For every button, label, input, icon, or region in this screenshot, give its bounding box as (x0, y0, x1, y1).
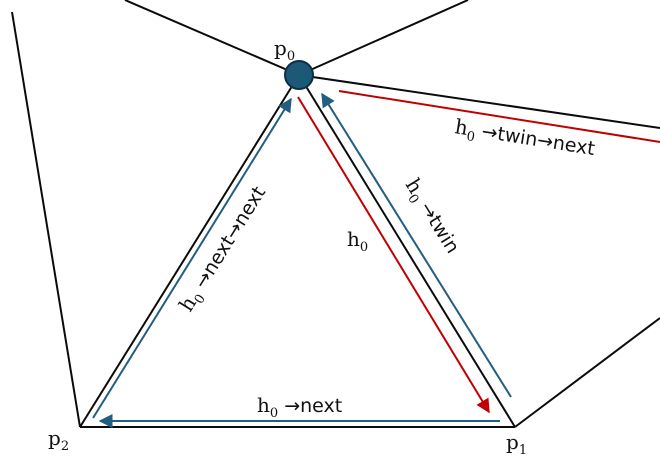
edge-p0-upper-left (124, 0, 300, 76)
edge-p0-p1 (298, 74, 516, 428)
edge-p0-right (298, 74, 660, 129)
halfedge-h0-next-next-arrow (92, 97, 292, 419)
mesh-edges (11, 0, 660, 428)
halfedge-label-h0-next: h0 →next (257, 393, 342, 421)
vertex-p0-dot (284, 60, 314, 90)
halfedge-label-h0-twin-next: h0 →twin→next (453, 114, 597, 164)
halfedge-label-h0: h0 (347, 227, 368, 255)
vertex-label-p1: p1 (506, 430, 527, 458)
halfedge-h0-twin-next-arrow (338, 90, 660, 143)
halfedge-h0-twin-arrow (321, 92, 512, 398)
vertex-label-p2: p2 (48, 426, 69, 454)
edge-p2-left (11, 11, 81, 428)
halfedge-label-h0-next-next: h0 →next→next (174, 181, 274, 317)
halfedge-label-h0-twin: h0 →twin (397, 174, 465, 260)
vertex-label-p0: p0 (274, 36, 295, 64)
edge-p0-p2 (79, 74, 300, 428)
edge-p1-right (514, 317, 660, 428)
edge-p0-upper-right (298, 0, 469, 76)
halfedge-h0-arrow (297, 96, 490, 414)
